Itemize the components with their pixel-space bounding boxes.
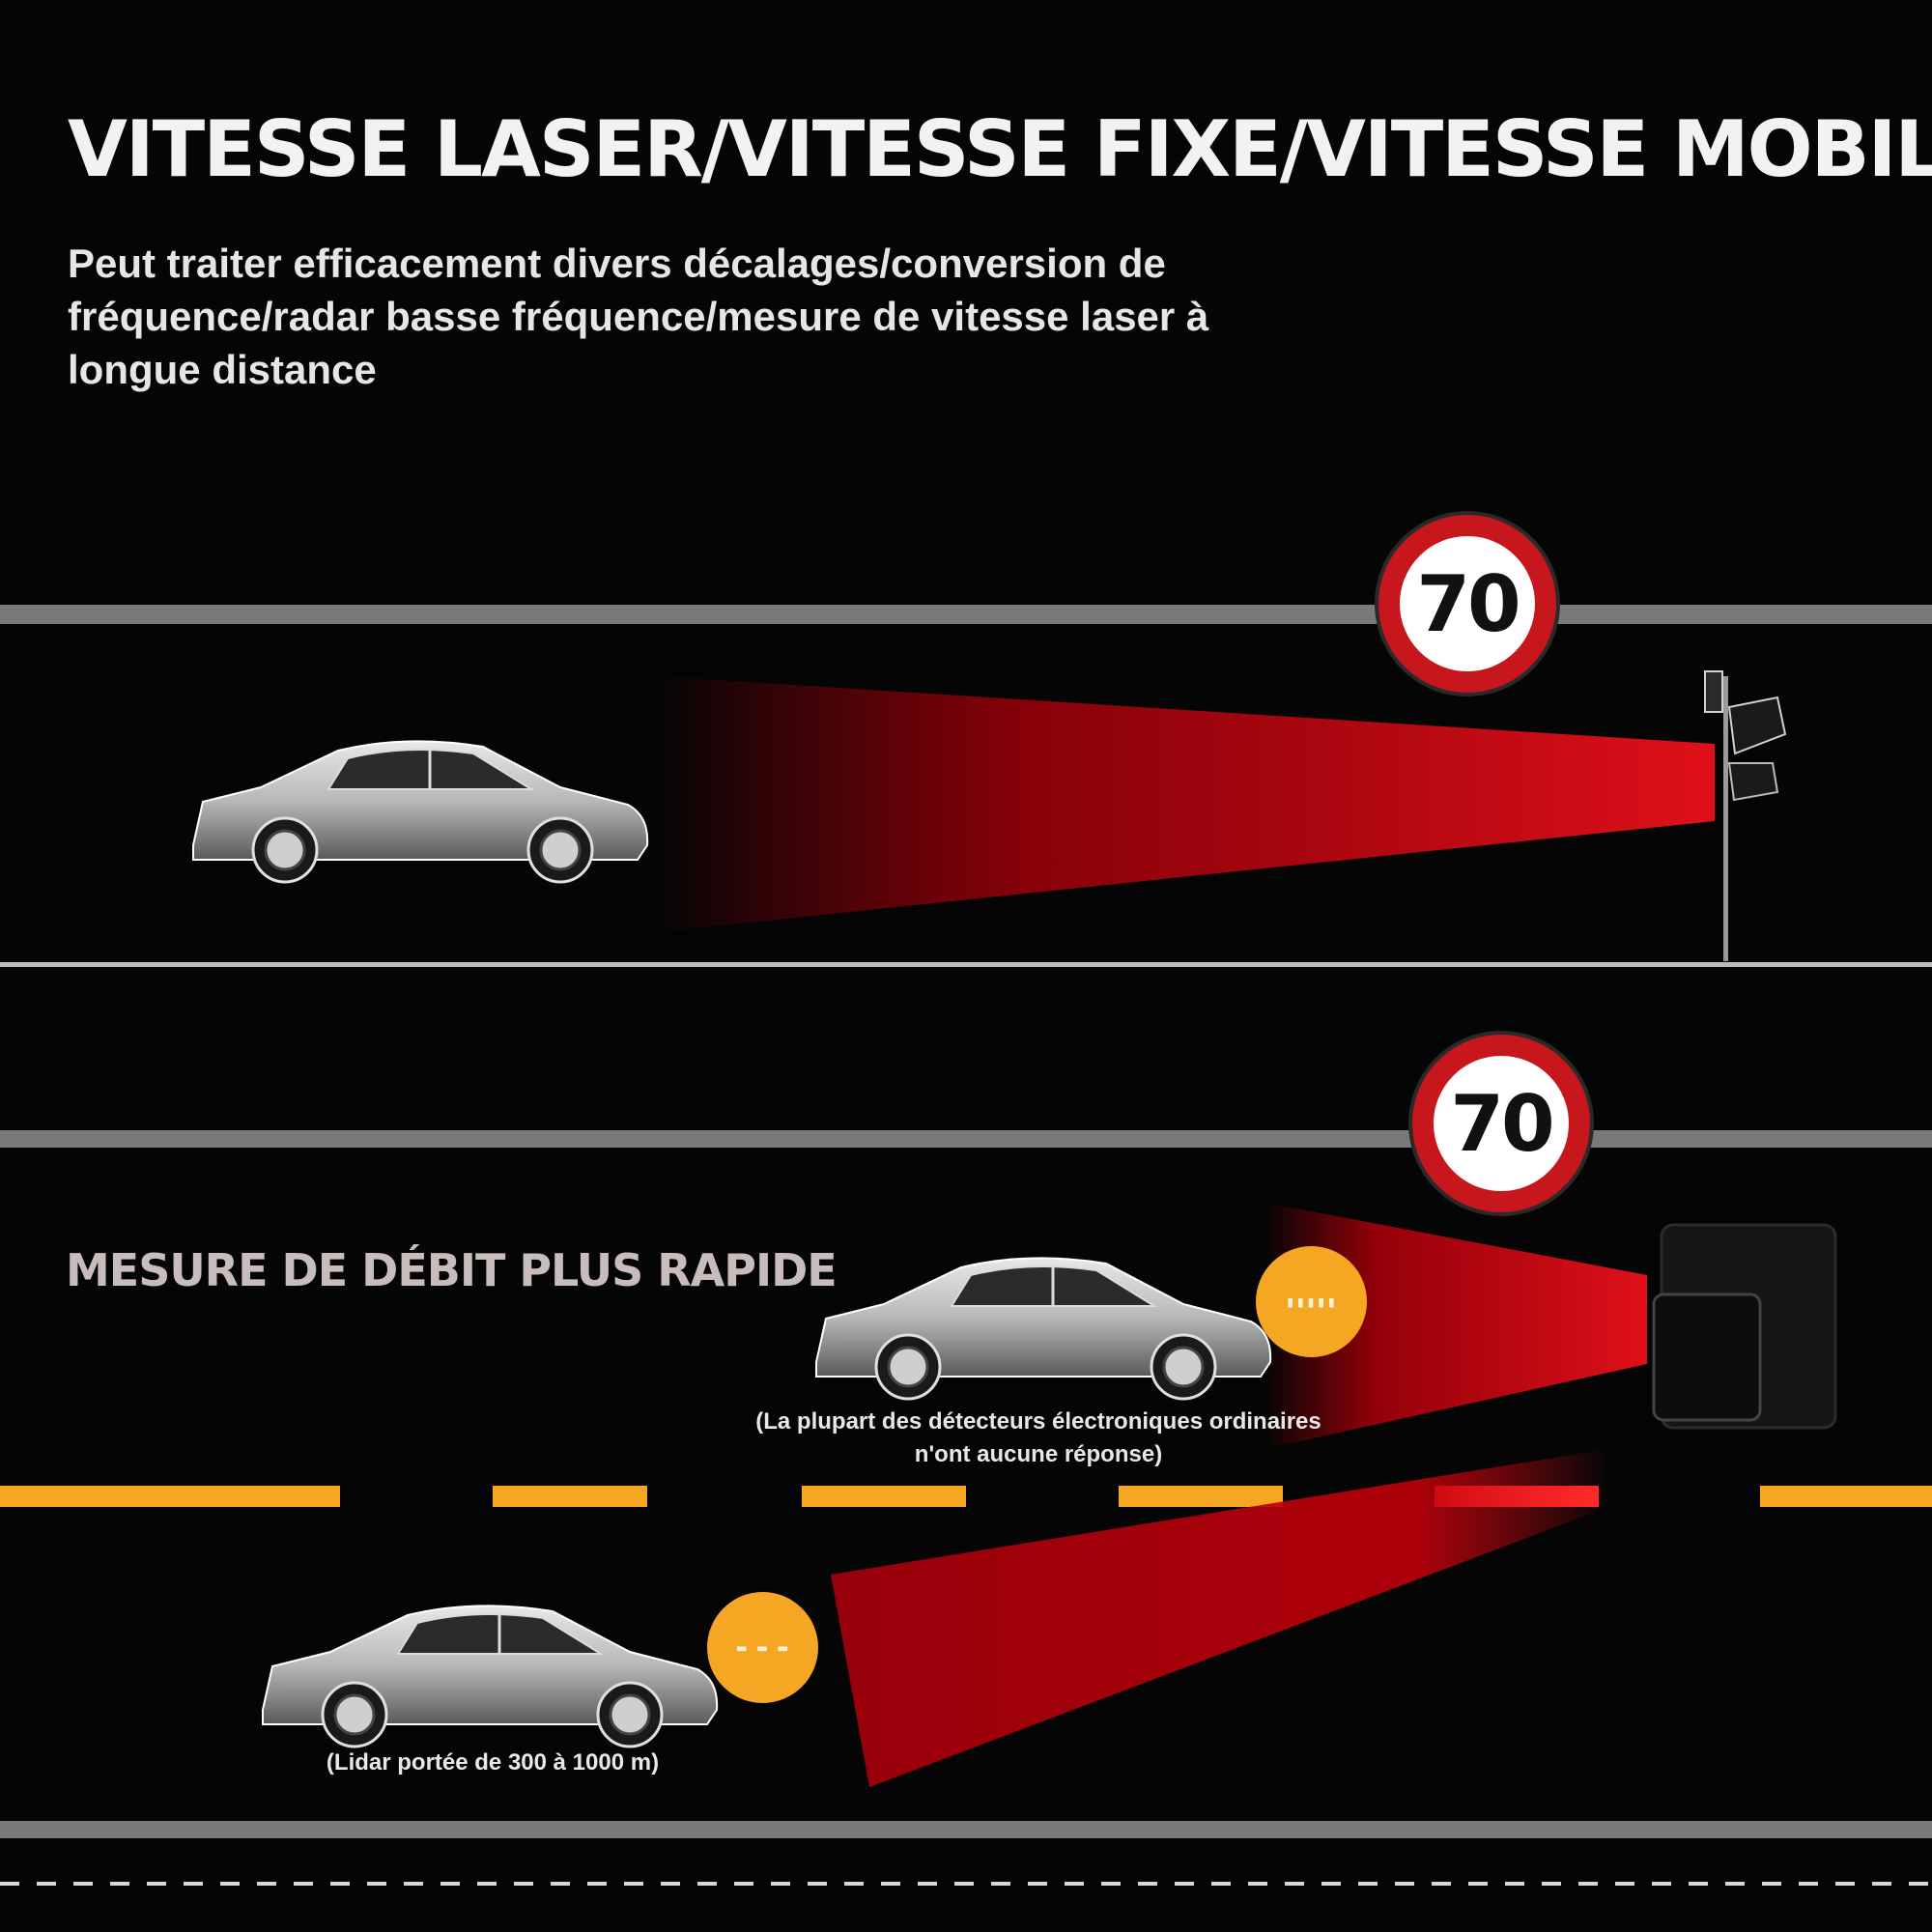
- laser-beam-low: [831, 1449, 1608, 1787]
- road-line-bottom-2: [0, 1821, 1932, 1838]
- road-line-top-1: [0, 605, 1932, 624]
- speed-limit-sign-icon-top: 70: [1378, 515, 1556, 693]
- speed-camera-icon: [1704, 670, 1787, 961]
- laser-beam-top: [657, 676, 1715, 932]
- radar-box-icon: [1652, 1223, 1837, 1430]
- badge-glyph: ▬ ▬ ▬: [736, 1638, 789, 1657]
- lower-car-note: (Lidar portée de 300 à 1000 m): [326, 1749, 660, 1776]
- laser-beam-right: [1265, 1203, 1647, 1449]
- lane-dashes: [0, 1486, 1932, 1507]
- car-icon-middle: [814, 1256, 1272, 1401]
- speed-limit-sign-icon-bottom: 70: [1412, 1035, 1590, 1212]
- road-line-bottom-1: [0, 1130, 1932, 1148]
- road-line-top-2: [0, 962, 1932, 967]
- feature-label: MESURE DE DÉBIT PLUS RAPIDE: [66, 1244, 838, 1296]
- alert-badge-icon-upper: ▮▮▮▮▮: [1256, 1246, 1367, 1357]
- car-icon-top: [191, 739, 649, 884]
- page-title: VITESSE LASER/VITESSE FIXE/VITESSE MOBIL…: [68, 104, 1932, 194]
- car-icon-bottom: [261, 1604, 719, 1748]
- page-subtitle: Peut traiter efficacement divers décalag…: [68, 241, 1209, 392]
- badge-glyph: ▮▮▮▮▮: [1285, 1293, 1338, 1311]
- alert-badge-icon-lower: ▬ ▬ ▬: [707, 1592, 818, 1703]
- upper-car-note: (La plupart des détecteurs électroniques…: [755, 1408, 1321, 1467]
